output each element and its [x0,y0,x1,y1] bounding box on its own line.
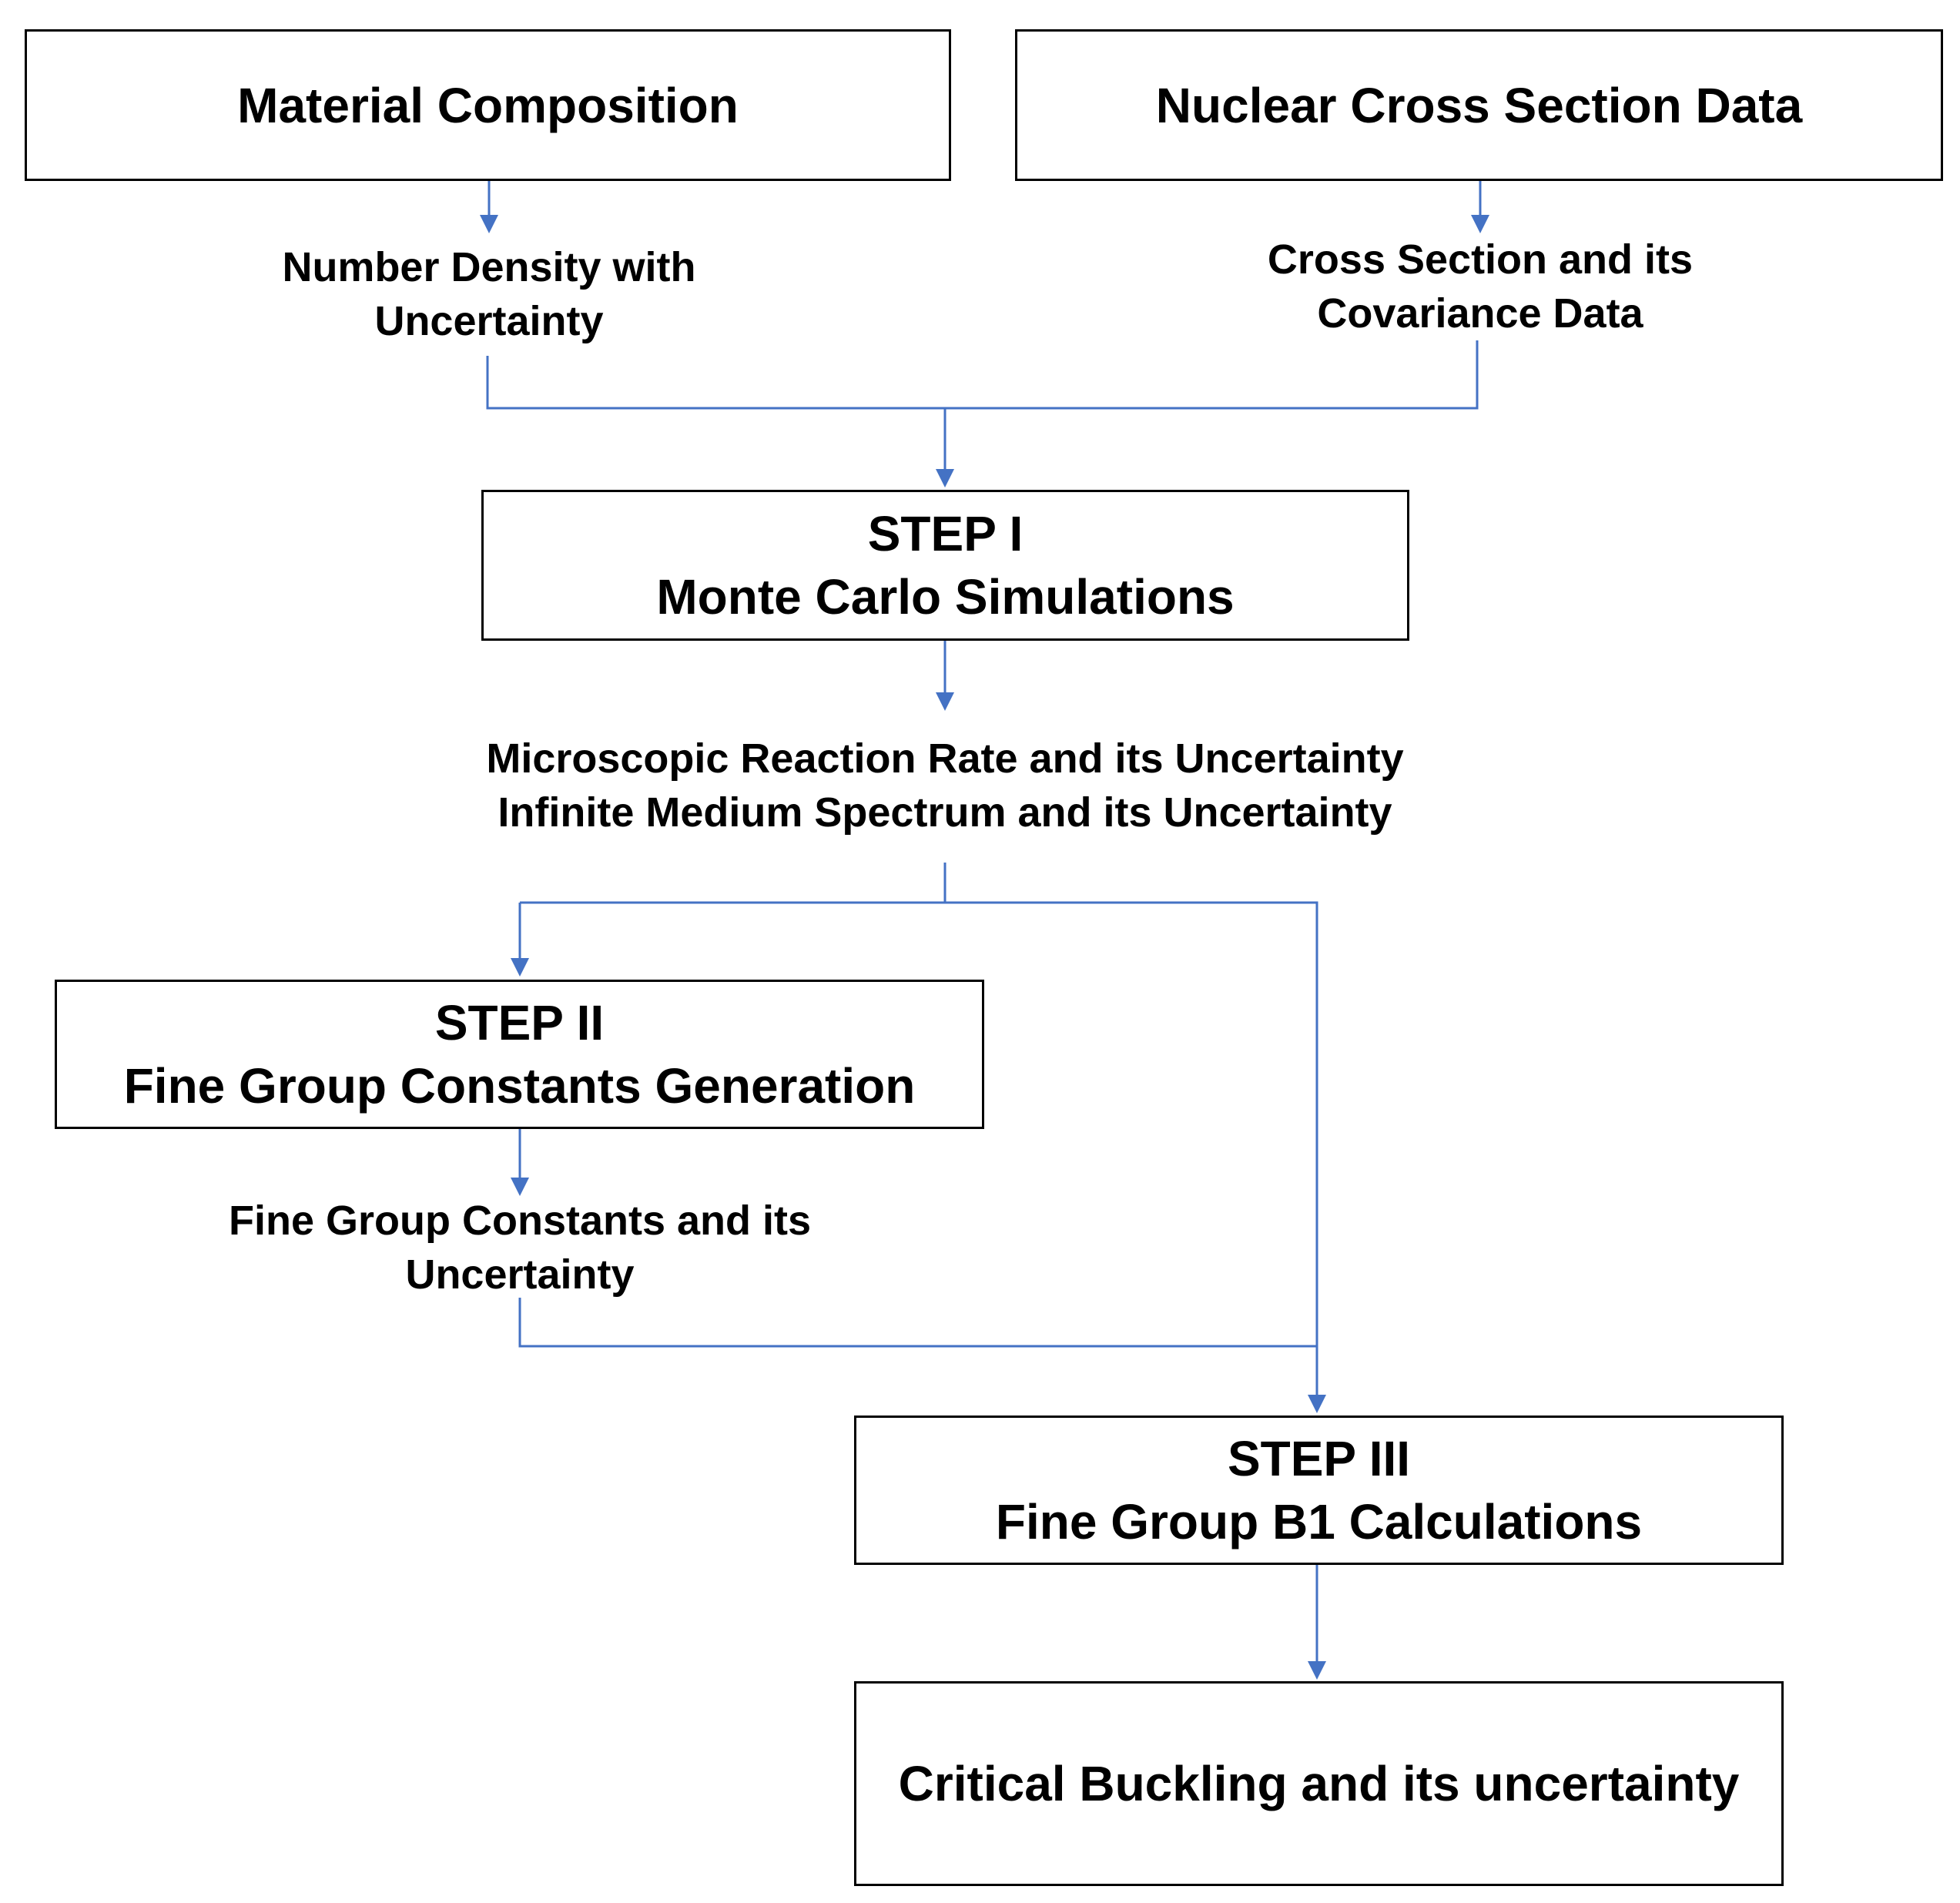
cross-section-covariance-line2: Covariance Data [1317,290,1643,337]
nuclear-cross-section-title: Nuclear Cross Section Data [1155,77,1803,133]
nuclear-cross-section-box: Nuclear Cross Section Data [1015,29,1943,181]
step2-box: STEP II Fine Group Constants Generation [55,980,984,1129]
cross-section-covariance-line1: Cross Section and its [1267,236,1694,283]
fine-group-constants-label: Fine Group Constants and its Uncertainty [173,1194,866,1302]
number-density-line1: Number Density with [282,244,696,290]
number-density-label: Number Density with Uncertainty [181,240,797,348]
step3-title: STEP III [1227,1431,1411,1486]
step1-outputs-label: Microscopic Reaction Rate and its Uncert… [406,732,1484,839]
step2-title: STEP II [434,995,605,1050]
fine-group-constants-line1: Fine Group Constants and its [228,1198,812,1244]
step1-title: STEP I [867,506,1024,561]
number-density-line2: Uncertainty [374,298,604,344]
step1-outputs-line1: Microscopic Reaction Rate and its Uncert… [486,735,1404,782]
step3-box: STEP III Fine Group B1 Calculations [854,1416,1784,1565]
step1-box: STEP I Monte Carlo Simulations [481,490,1409,641]
material-composition-box: Material Composition [25,29,951,181]
connector-step1-split [520,863,946,904]
step1-subtitle: Monte Carlo Simulations [656,569,1235,625]
step2-subtitle: Fine Group Constants Generation [123,1058,916,1114]
step1-outputs-line2: Infinite Medium Spectrum and its Uncerta… [498,789,1392,836]
connector-top-merge [486,340,1479,410]
fine-group-constants-line2: Uncertainty [405,1251,635,1298]
critical-buckling-title: Critical Buckling and its uncertainty [898,1756,1740,1811]
step3-subtitle: Fine Group B1 Calculations [995,1494,1643,1550]
critical-buckling-box: Critical Buckling and its uncertainty [854,1681,1784,1886]
connector-fine-group-merge [518,1298,1317,1348]
cross-section-covariance-label: Cross Section and its Covariance Data [1172,233,1788,340]
connector-split-right [945,901,1318,1345]
material-composition-title: Material Composition [237,77,739,133]
